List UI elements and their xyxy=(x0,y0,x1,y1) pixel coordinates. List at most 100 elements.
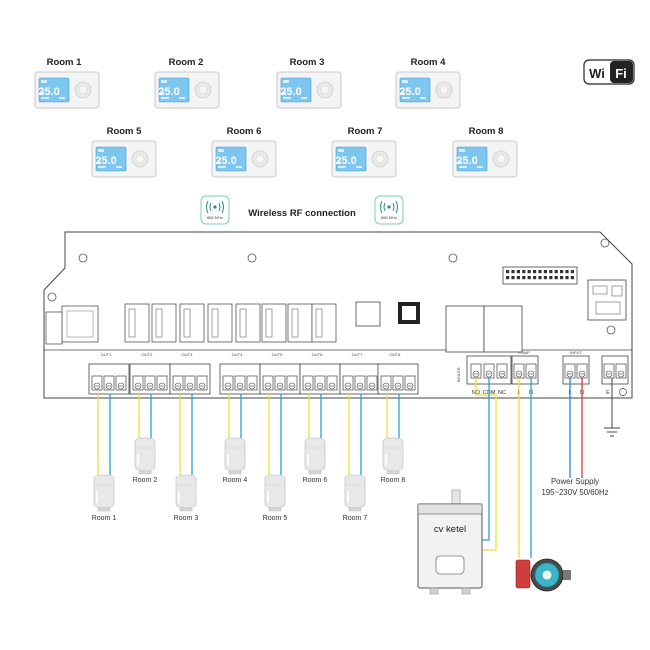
pin-header xyxy=(502,266,578,285)
header-pin xyxy=(533,276,537,280)
pump-label: PUMP xyxy=(518,350,530,355)
header-pin xyxy=(565,276,569,280)
output-label: OUT6 xyxy=(312,352,323,357)
boiler-name: cv ketel xyxy=(434,524,466,535)
header-pin xyxy=(543,270,547,274)
header-pin xyxy=(527,270,531,274)
circulation-pump xyxy=(515,558,571,592)
header-pin xyxy=(527,276,531,280)
thermostat-reading: 25.0 xyxy=(158,86,179,98)
actuator-label: Room 4 xyxy=(223,477,248,484)
thermostat-reading: 25.0 xyxy=(280,86,301,98)
actuator-room-2: Room 2 xyxy=(133,437,158,484)
thermostat-reading: 25.0 xyxy=(399,86,420,98)
thermostat-room-1: Room 1 25.0 xyxy=(34,57,100,109)
header-pin xyxy=(554,270,558,274)
thermostat-room-4: Room 4 25.0 xyxy=(395,57,461,109)
header-pin xyxy=(560,270,564,274)
power-supply-spec: 195~230V 50/60Hz xyxy=(542,488,609,497)
header-pin xyxy=(506,270,510,274)
header-pin xyxy=(522,270,526,274)
output-label: OUT3 xyxy=(182,352,193,357)
thermostat-reading: 25.0 xyxy=(335,155,356,167)
thermostat-reading: 25.0 xyxy=(456,155,477,167)
actuator-label: Room 6 xyxy=(303,477,328,484)
header-pin xyxy=(549,270,553,274)
boiler-label: BOILER xyxy=(456,367,461,382)
output-label: OUT5 xyxy=(272,352,283,357)
power-supply-title: Power Supply xyxy=(551,477,599,486)
actuator-label: Room 3 xyxy=(174,515,199,522)
wifi-logo: Wi Fi xyxy=(583,59,635,85)
output-label: OUT1 xyxy=(101,352,112,357)
header-pin xyxy=(516,276,520,280)
thermostat-title: Room 6 xyxy=(227,126,262,137)
thermostat-reading: 25.0 xyxy=(38,86,59,98)
output-connectors: OUT1 OUT2 OUT3 OUT4 OUT5 xyxy=(88,352,419,395)
rf-badge-left: 868 MHz xyxy=(200,195,230,225)
header-pin xyxy=(522,276,526,280)
thermostat-title: Room 1 xyxy=(47,57,83,68)
wifi-logo-right: Fi xyxy=(615,66,627,81)
power-wires xyxy=(569,378,583,478)
header-pin xyxy=(554,276,558,280)
pump-wires xyxy=(518,378,532,558)
actuator-label: Room 8 xyxy=(381,477,406,484)
boiler-unit: cv ketel xyxy=(417,489,483,595)
rf-badge-frequency: 868 MHz xyxy=(381,215,397,220)
rf-connection-label: Wireless RF connection xyxy=(248,208,356,219)
thermostat-title: Room 4 xyxy=(411,57,447,68)
wifi-logo-left: Wi xyxy=(589,66,605,81)
header-pin xyxy=(560,276,564,280)
actuator-room-3: Room 3 xyxy=(174,474,199,522)
output-connector-6: OUT6 xyxy=(299,352,341,395)
header-pin xyxy=(570,276,574,280)
thermostat-title: Room 5 xyxy=(107,126,143,137)
header-pin xyxy=(570,270,574,274)
boiler-term-nc: NC xyxy=(498,390,506,396)
thermostat-title: Room 8 xyxy=(469,126,504,137)
actuator-room-5: Room 5 xyxy=(263,474,288,522)
header-pin xyxy=(538,270,542,274)
header-pin xyxy=(533,270,537,274)
header-pin xyxy=(549,276,553,280)
actuator-room-6: Room 6 xyxy=(303,437,328,484)
header-pin xyxy=(516,270,520,274)
actuator-room-7: Room 7 xyxy=(343,474,368,522)
header-pin xyxy=(565,270,569,274)
output-connector-7: OUT7 xyxy=(339,352,381,395)
thermostat-room-2: Room 2 25.0 xyxy=(154,57,220,109)
thermostat-room-8: Room 8 25.0 xyxy=(452,126,518,178)
actuator-label: Room 2 xyxy=(133,477,158,484)
output-connector-2: OUT2 xyxy=(129,352,171,395)
thermostat-room-6: Room 6 25.0 xyxy=(211,126,277,178)
output-label: OUT4 xyxy=(232,352,243,357)
thermostat-reading: 25.0 xyxy=(215,155,236,167)
actuator-room-1: Room 1 xyxy=(92,474,117,522)
thermostat-title: Room 2 xyxy=(169,57,204,68)
rf-badge-frequency: 868 MHz xyxy=(207,215,223,220)
actuator-label: Room 1 xyxy=(92,515,117,522)
boiler-wires xyxy=(475,378,497,551)
earth-label: E xyxy=(606,390,610,396)
output-label: OUT8 xyxy=(390,352,401,357)
header-pin xyxy=(506,276,510,280)
output-connector-3: OUT3 xyxy=(169,352,211,395)
output-connector-8: OUT8 xyxy=(377,352,419,395)
thermostat-reading: 25.0 xyxy=(95,155,116,167)
earth-ground xyxy=(604,378,620,437)
actuator-wires xyxy=(97,394,400,475)
header-pin xyxy=(511,276,515,280)
actuator-label: Room 5 xyxy=(263,515,288,522)
actuator-room-8: Room 8 xyxy=(381,437,406,484)
actuator-label: Room 7 xyxy=(343,515,368,522)
output-label: OUT7 xyxy=(352,352,363,357)
thermostat-title: Room 3 xyxy=(290,57,325,68)
output-connector-4: OUT4 xyxy=(219,352,261,395)
controller-board: OUT1 OUT2 OUT3 OUT4 OUT5 xyxy=(43,231,633,399)
output-connector-5: OUT5 xyxy=(259,352,301,395)
header-pin xyxy=(543,276,547,280)
earth-terminal: E xyxy=(601,355,629,396)
output-label: OUT2 xyxy=(142,352,153,357)
